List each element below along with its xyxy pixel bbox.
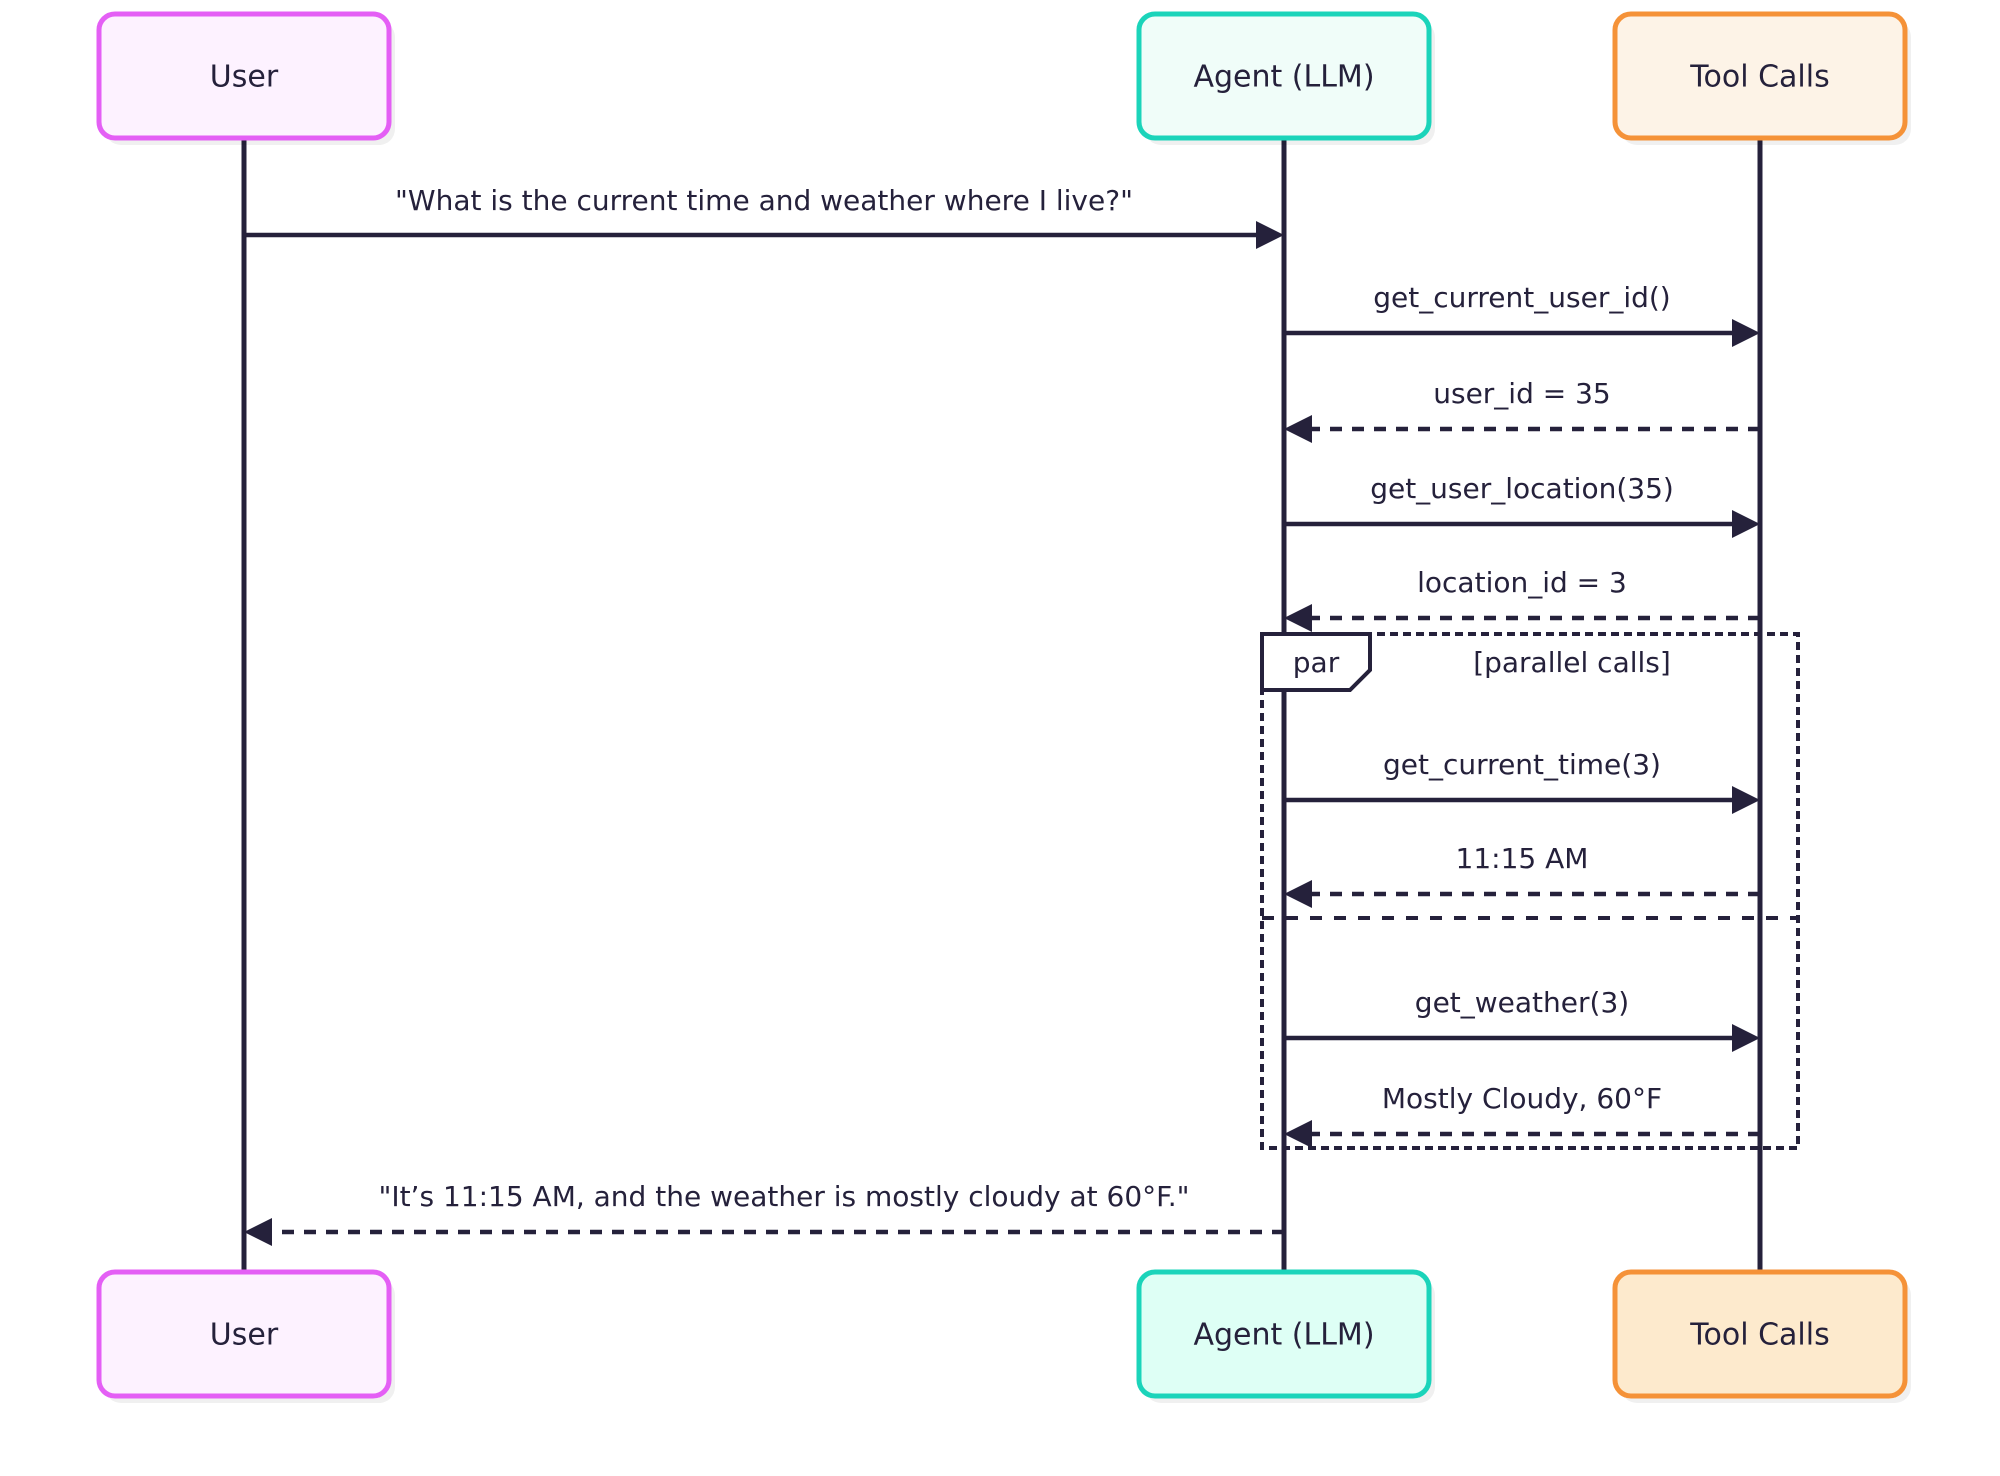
message-label: "It’s 11:15 AM, and the weather is mostl… — [378, 1180, 1189, 1213]
arrowhead-left — [1284, 415, 1312, 443]
message-get-current-time: get_current_time(3) — [1284, 748, 1760, 814]
message-time-result: 11:15 AM — [1284, 842, 1760, 908]
actor-box-user-bottom[interactable]: User — [96, 1269, 395, 1403]
message-get-weather: get_weather(3) — [1284, 986, 1760, 1052]
actor-box-agent-bottom[interactable]: Agent (LLM) — [1136, 1269, 1435, 1403]
actor-box-user-top[interactable]: User — [96, 11, 395, 145]
message-label: get_user_location(35) — [1370, 472, 1674, 505]
actor-label: User — [210, 60, 279, 95]
par-fragment-border — [1260, 632, 1800, 1150]
arrowhead-left — [1284, 604, 1312, 632]
message-label: get_weather(3) — [1415, 986, 1629, 1019]
message-weather-result: Mostly Cloudy, 60°F — [1284, 1082, 1760, 1148]
actor-rect — [96, 11, 392, 141]
arrowhead-right — [1732, 319, 1760, 347]
actor-rect — [96, 1269, 392, 1399]
par-keyword-label: par — [1293, 646, 1340, 679]
actor-boxes-bottom: User Agent (LLM) Tool Calls — [96, 1269, 1911, 1403]
message-get-user-location: get_user_location(35) — [1284, 472, 1760, 538]
actor-boxes-top: User Agent (LLM) Tool Calls — [96, 11, 1911, 145]
message-agent-answer: "It’s 11:15 AM, and the weather is mostl… — [244, 1180, 1284, 1246]
message-location-id-result: location_id = 3 — [1284, 566, 1760, 632]
message-label: get_current_user_id() — [1373, 281, 1670, 314]
actor-rect — [1136, 11, 1432, 141]
message-user-id-result: user_id = 35 — [1284, 377, 1760, 443]
actor-label: Tool Calls — [1689, 1318, 1829, 1353]
actor-box-tools-top[interactable]: Tool Calls — [1612, 11, 1911, 145]
actor-label: User — [210, 1318, 279, 1353]
message-get-current-user-id: get_current_user_id() — [1284, 281, 1760, 347]
actor-box-agent-top[interactable]: Agent (LLM) — [1136, 11, 1435, 145]
arrowhead-right — [1732, 786, 1760, 814]
message-label: 11:15 AM — [1456, 842, 1589, 875]
par-fragment-title: [parallel calls] — [1473, 646, 1671, 679]
arrowhead-left — [1284, 1120, 1312, 1148]
actor-rect — [1612, 11, 1908, 141]
actor-label: Agent (LLM) — [1193, 60, 1374, 95]
message-label: location_id = 3 — [1417, 566, 1627, 599]
par-keyword-box — [1260, 632, 1372, 692]
arrowhead-left — [244, 1218, 272, 1246]
actor-label: Tool Calls — [1689, 60, 1829, 95]
arrowhead-right — [1256, 221, 1284, 249]
arrowhead-right — [1732, 1024, 1760, 1052]
message-label: get_current_time(3) — [1383, 748, 1661, 781]
arrowhead-right — [1732, 510, 1760, 538]
actor-rect — [1136, 1269, 1432, 1399]
message-user-question: "What is the current time and weather wh… — [244, 184, 1284, 249]
arrowhead-left — [1284, 880, 1312, 908]
message-label: user_id = 35 — [1433, 377, 1611, 410]
message-label: Mostly Cloudy, 60°F — [1382, 1082, 1662, 1115]
actor-label: Agent (LLM) — [1193, 1318, 1374, 1353]
par-fragment: par [parallel calls] — [1260, 632, 1800, 1150]
actor-rect — [1612, 1269, 1908, 1399]
messages: "What is the current time and weather wh… — [244, 184, 1760, 1246]
actor-box-tools-bottom[interactable]: Tool Calls — [1612, 1269, 1911, 1403]
message-label: "What is the current time and weather wh… — [395, 184, 1133, 217]
lifelines — [241, 138, 1763, 1272]
